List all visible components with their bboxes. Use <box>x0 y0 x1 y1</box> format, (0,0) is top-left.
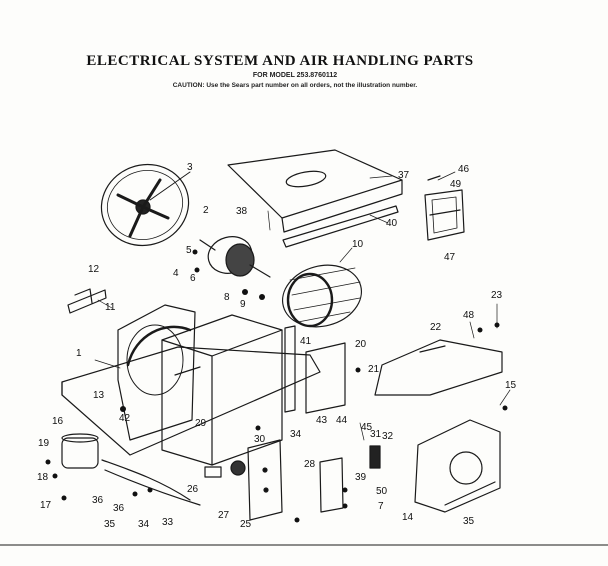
callout-42: 42 <box>119 413 131 424</box>
callout-25: 25 <box>240 519 252 530</box>
callout-5: 5 <box>186 245 192 256</box>
diagram-title: ELECTRICAL SYSTEM AND AIR HANDLING PARTS <box>86 53 474 69</box>
spring-coil <box>369 445 381 469</box>
blower-scroll <box>117 304 196 441</box>
callout-30: 30 <box>254 434 266 445</box>
callout-6: 6 <box>190 273 196 284</box>
callout-4: 4 <box>173 268 179 279</box>
fasteners <box>45 249 508 523</box>
callout-17: 17 <box>40 500 52 511</box>
callout-13: 13 <box>93 390 105 401</box>
callout-48: 48 <box>463 310 475 321</box>
callout-41: 41 <box>300 336 312 347</box>
callout-1: 1 <box>76 348 82 359</box>
callout-labels: 1 2 3 4 5 6 7 8 9 10 11 12 13 14 15 16 1… <box>37 162 517 530</box>
callout-14: 14 <box>402 512 414 523</box>
fan-blade <box>100 163 191 247</box>
capacitor <box>61 433 99 469</box>
filter-bracket <box>424 175 465 241</box>
callout-15: 15 <box>505 380 517 391</box>
mount-plate <box>319 457 344 513</box>
callout-29: 29 <box>195 418 207 429</box>
callout-34-lower: 34 <box>138 519 150 530</box>
control-box <box>161 314 283 466</box>
callout-19: 19 <box>38 438 50 449</box>
callout-2: 2 <box>203 205 209 216</box>
callout-37: 37 <box>398 170 410 181</box>
callout-43: 43 <box>316 415 328 426</box>
caution-note: CAUTION: Use the Sears part number on al… <box>172 82 418 89</box>
callout-34: 34 <box>290 429 302 440</box>
callout-32: 32 <box>382 431 394 442</box>
callout-49: 49 <box>450 179 462 190</box>
leader-lines <box>94 171 511 441</box>
callout-38: 38 <box>236 206 248 217</box>
callout-36: 36 <box>92 495 104 506</box>
small-bracket <box>67 288 107 314</box>
callout-3: 3 <box>187 162 193 173</box>
callout-27: 27 <box>218 510 230 521</box>
callout-12: 12 <box>88 264 100 275</box>
callout-35-lower: 35 <box>104 519 116 530</box>
thermostat-knob <box>204 460 246 478</box>
callout-50: 50 <box>376 486 388 497</box>
callout-47: 47 <box>444 252 456 263</box>
callout-44: 44 <box>336 415 348 426</box>
callout-16: 16 <box>52 416 64 427</box>
top-cover <box>227 149 403 233</box>
callout-18: 18 <box>37 472 49 483</box>
callout-31: 31 <box>370 429 382 440</box>
mounting-channel <box>282 205 399 248</box>
callout-22: 22 <box>430 322 442 333</box>
scroll-housing <box>414 419 501 513</box>
switch-plate <box>247 439 283 521</box>
wire-harness <box>101 459 201 506</box>
model-number: FOR MODEL 253.8760112 <box>252 72 338 79</box>
callout-10: 10 <box>352 239 364 250</box>
callout-8: 8 <box>224 292 230 303</box>
condenser-shroud <box>374 339 503 396</box>
callout-28: 28 <box>304 459 316 470</box>
callout-7: 7 <box>378 501 384 512</box>
callout-26: 26 <box>187 484 199 495</box>
callout-45: 45 <box>361 422 373 433</box>
callout-33: 33 <box>162 517 174 528</box>
callout-20: 20 <box>355 339 367 350</box>
callout-35: 35 <box>463 516 475 527</box>
callout-9: 9 <box>240 299 246 310</box>
vertical-post <box>284 325 296 413</box>
callout-46: 46 <box>458 164 470 175</box>
blower-wheel <box>281 264 363 328</box>
callout-21: 21 <box>368 364 380 375</box>
callout-23: 23 <box>491 290 503 301</box>
callout-39: 39 <box>355 472 367 483</box>
callout-11: 11 <box>105 302 116 313</box>
base-pan <box>61 346 321 456</box>
side-panel <box>305 342 346 414</box>
callout-40: 40 <box>386 218 398 229</box>
callout-36-lower: 36 <box>113 503 125 514</box>
fan-motor <box>199 236 271 278</box>
